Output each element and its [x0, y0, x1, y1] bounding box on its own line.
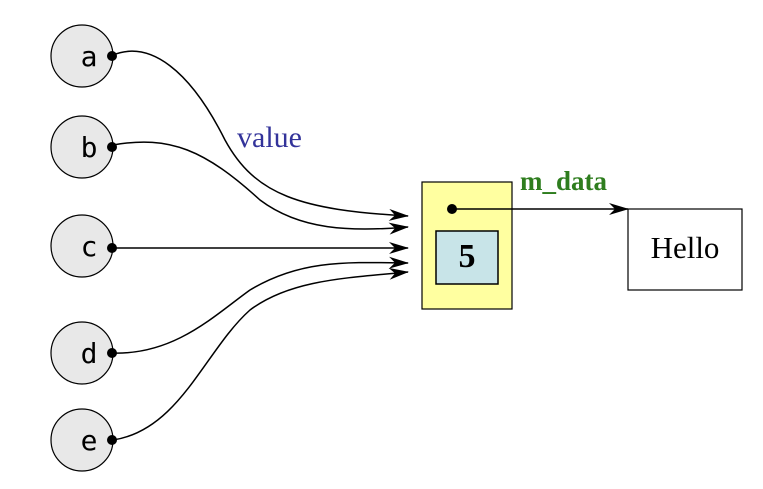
string-box	[627, 208, 743, 291]
variable-c: c	[50, 214, 117, 278]
variable-d: d	[50, 321, 117, 385]
variable-label: a	[81, 40, 98, 73]
value-number: 5	[459, 238, 476, 275]
variable-b: b	[50, 115, 117, 179]
pointer-dot	[107, 243, 117, 253]
pointer-dot	[107, 435, 117, 445]
pointer-dot	[107, 142, 117, 152]
pointer-dot	[107, 51, 117, 61]
reference-line-a	[112, 50, 409, 221]
variable-a: a	[50, 24, 117, 88]
reference-line-b	[112, 141, 409, 235]
pointer-dot	[107, 348, 117, 358]
reference-line-e	[112, 267, 409, 441]
variable-label: d	[81, 337, 98, 370]
variable-label: b	[81, 131, 98, 164]
string-object: Hello	[627, 208, 743, 291]
variable-e: e	[50, 408, 117, 472]
reference-line-d	[112, 256, 409, 354]
value-box	[435, 230, 499, 285]
shared-object: 5	[421, 181, 513, 310]
string-value: Hello	[651, 230, 720, 265]
value-label: value	[237, 121, 302, 154]
variable-label: c	[81, 230, 98, 263]
reference-lines	[112, 50, 409, 441]
variable-label: e	[81, 424, 98, 457]
member-label: m_data	[520, 166, 607, 196]
